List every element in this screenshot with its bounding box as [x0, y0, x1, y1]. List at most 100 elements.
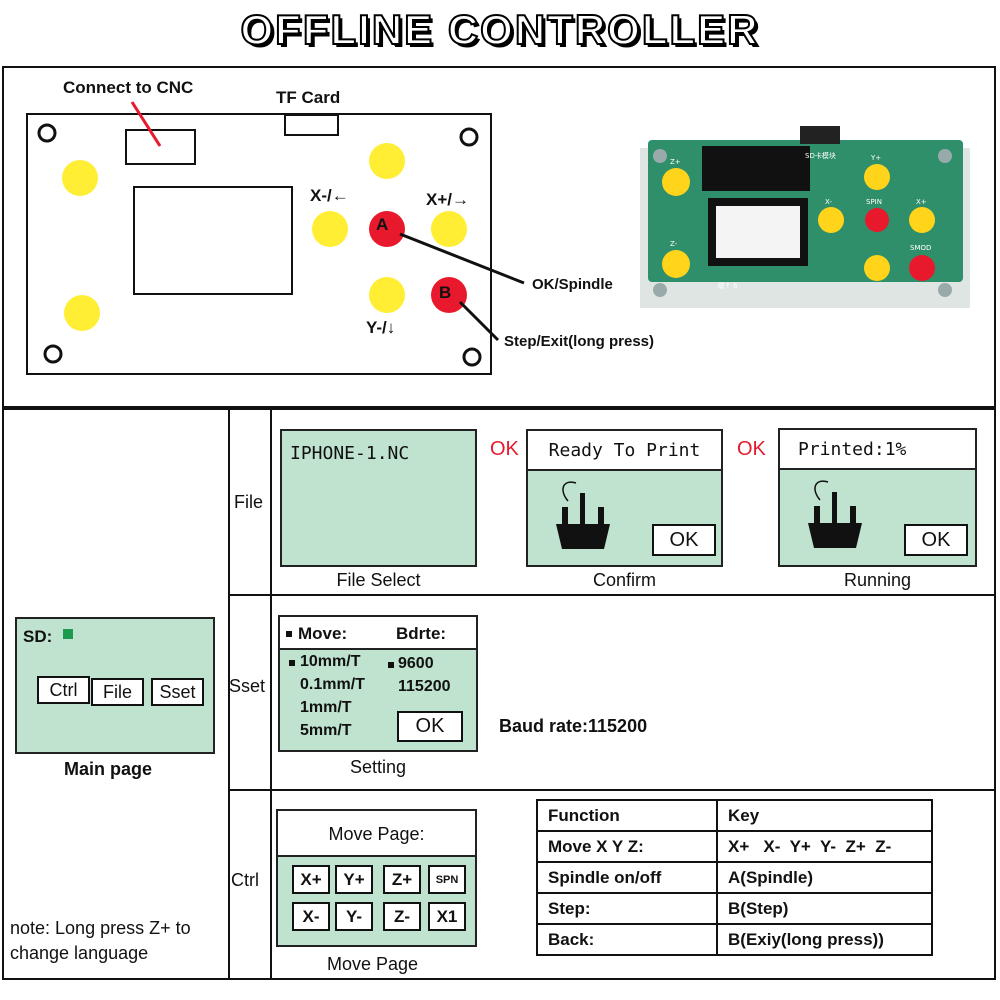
running-header: Printed:1%	[780, 430, 975, 470]
move-option[interactable]: 5mm/T	[300, 722, 352, 739]
mount-hole	[462, 347, 482, 367]
ok-leader	[399, 232, 525, 285]
move-option[interactable]: 0.1mm/T	[300, 676, 365, 693]
move-header: Move:	[298, 624, 348, 643]
y-minus-label: Y-/↓	[366, 318, 396, 337]
move-option[interactable]: 10mm/T	[300, 653, 361, 670]
sset-button[interactable]: Sset	[151, 678, 204, 706]
move-header-bullet	[286, 631, 292, 637]
z-plus-button	[62, 160, 98, 196]
setting-caption: Setting	[349, 757, 407, 777]
b-label: B	[439, 283, 452, 302]
x-minus-label: X-/←	[310, 186, 349, 205]
confirm-screen: Ready To Print OK	[526, 429, 723, 567]
mount-hole	[37, 123, 57, 143]
table-cell: Step:	[536, 892, 718, 925]
table-cell: B(Exiy(long press))	[716, 923, 933, 956]
confirm-header: Ready To Print	[528, 431, 721, 471]
photo-smod-label: SMOD	[910, 244, 931, 252]
z-minus-button	[64, 295, 100, 331]
photo-header-label: SD卡模块	[805, 151, 836, 160]
connect-label: Connect to CNC	[63, 78, 194, 97]
board-screen	[133, 186, 293, 295]
step-leader	[458, 300, 500, 342]
running-caption: Running	[843, 570, 912, 590]
key-y-plus[interactable]: Y+	[335, 865, 373, 894]
page-title: OFFLINE CONTROLLER	[240, 5, 760, 54]
y-minus-button	[369, 277, 405, 313]
grid-divider-v1	[228, 408, 230, 980]
x-minus-button	[312, 211, 348, 247]
bdrte-header: Bdrte:	[396, 624, 447, 643]
y-plus-button	[369, 143, 405, 179]
key-spindle[interactable]: SPN	[428, 865, 466, 894]
baud-option[interactable]: 115200	[398, 678, 451, 695]
move-page-caption: Move Page	[326, 954, 419, 974]
key-z-minus[interactable]: Z-	[383, 902, 421, 931]
a-button	[369, 211, 405, 247]
photo-bottom-label: 联↑ 6	[718, 281, 738, 290]
table-cell: X+ X- Y+ Y- Z+ Z-	[716, 830, 933, 863]
baud-option-bullet	[388, 662, 394, 668]
setting-header-bar	[280, 617, 476, 650]
grid-divider-h2	[228, 789, 996, 791]
ok-spindle-label: OK/Spindle	[532, 276, 613, 293]
main-page-caption: Main page	[64, 759, 153, 779]
b-button	[431, 277, 467, 313]
key-x-plus[interactable]: X+	[292, 865, 330, 894]
board-outline	[26, 113, 492, 375]
x-plus-label: X+/→	[426, 190, 469, 209]
file-name[interactable]: IPHONE-1.NC	[290, 443, 410, 464]
printer-icon	[808, 480, 862, 548]
sd-label: SD:	[23, 627, 53, 646]
tf-card-label: TF Card	[276, 88, 341, 107]
row-label-sset: Sset	[229, 676, 266, 696]
function-key-table: Function Key Move X Y Z: X+ X- Y+ Y- Z+ …	[536, 799, 933, 956]
photo-z-plus-label: Z+	[670, 158, 681, 166]
move-option-bullet	[289, 660, 295, 666]
table-row: Back: B(Exiy(long press))	[536, 923, 933, 956]
move-option[interactable]: 1mm/T	[300, 699, 352, 716]
lower-panel	[2, 408, 996, 980]
ok-arrow-1: OK	[490, 438, 519, 460]
table-row: Move X Y Z: X+ X- Y+ Y- Z+ Z-	[536, 830, 933, 863]
key-step-x1[interactable]: X1	[428, 902, 466, 931]
table-header-row: Function Key	[536, 799, 933, 832]
sd-status-indicator	[63, 629, 73, 639]
language-note: note: Long press Z+ to change language	[10, 918, 191, 963]
top-panel	[2, 66, 996, 408]
move-page-header: Move Page:	[278, 811, 475, 857]
setting-ok-button[interactable]: OK	[397, 711, 463, 742]
confirm-ok-button[interactable]: OK	[652, 524, 716, 556]
a-label: A	[376, 215, 389, 234]
key-x-minus[interactable]: X-	[292, 902, 330, 931]
baud-rate-note: Baud rate:115200	[499, 716, 648, 736]
running-screen: Printed:1% OK	[778, 428, 977, 567]
baud-option[interactable]: 9600	[398, 655, 434, 672]
photo-x-minus-label: X-	[825, 198, 832, 206]
connect-leader	[130, 101, 162, 147]
key-z-plus[interactable]: Z+	[383, 865, 421, 894]
file-button[interactable]: File	[91, 678, 144, 706]
table-cell: Move X Y Z:	[536, 830, 718, 863]
file-select-screen: IPHONE-1.NC	[280, 429, 477, 567]
table-cell: Spindle on/off	[536, 861, 718, 894]
running-ok-button[interactable]: OK	[904, 524, 968, 556]
board-drawing	[37, 101, 525, 367]
ctrl-button[interactable]: Ctrl	[37, 676, 90, 704]
grid-divider-h1	[228, 594, 996, 596]
key-y-minus[interactable]: Y-	[335, 902, 373, 931]
row-label-ctrl: Ctrl	[231, 870, 259, 890]
cnc-connector	[125, 129, 196, 165]
table-header: Function	[536, 799, 718, 832]
printer-icon	[556, 481, 610, 549]
photo-z-minus-label: Z-	[670, 240, 678, 248]
tf-card-slot	[284, 114, 339, 136]
photo-x-plus-label: X+	[916, 198, 927, 206]
mount-hole	[43, 344, 63, 364]
ok-arrow-2: OK	[737, 438, 766, 460]
mount-hole	[459, 127, 479, 147]
grid-divider-v2	[270, 408, 272, 980]
table-cell: Back:	[536, 923, 718, 956]
row-label-file: File	[234, 492, 264, 512]
